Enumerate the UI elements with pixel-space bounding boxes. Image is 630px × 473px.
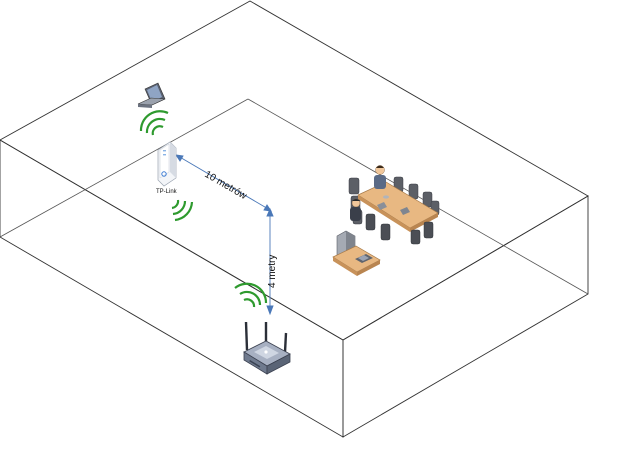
wifi-waves-extender-bottom: [171, 199, 194, 222]
measure-horizontal-line: [177, 155, 271, 211]
room-right-face: [342, 195, 589, 438]
room-box: [0, 0, 589, 438]
range-extender-icon: [157, 141, 177, 187]
conference-table-icon: [348, 165, 440, 245]
measure-lines: [175, 154, 274, 316]
wifi-waves-extender-top: [139, 110, 169, 136]
arrow-head: [175, 154, 184, 162]
arrow-head: [263, 204, 272, 212]
wifi-router-icon: [243, 321, 291, 375]
arrow-head: [266, 207, 274, 217]
room-left-face: [0, 139, 344, 438]
inner-floor-edges: [0, 98, 589, 295]
arrow-head: [266, 305, 274, 316]
computer-desk-icon: [332, 230, 381, 276]
distance-horizontal-label: 10 metrów: [203, 169, 250, 202]
device-brand-label: TP-Link: [156, 189, 178, 195]
wifi-waves-router: [234, 282, 268, 308]
laptop-icon: [137, 82, 166, 108]
room-top-face: [0, 0, 589, 341]
distance-vertical-label: 4 metry: [267, 255, 278, 288]
